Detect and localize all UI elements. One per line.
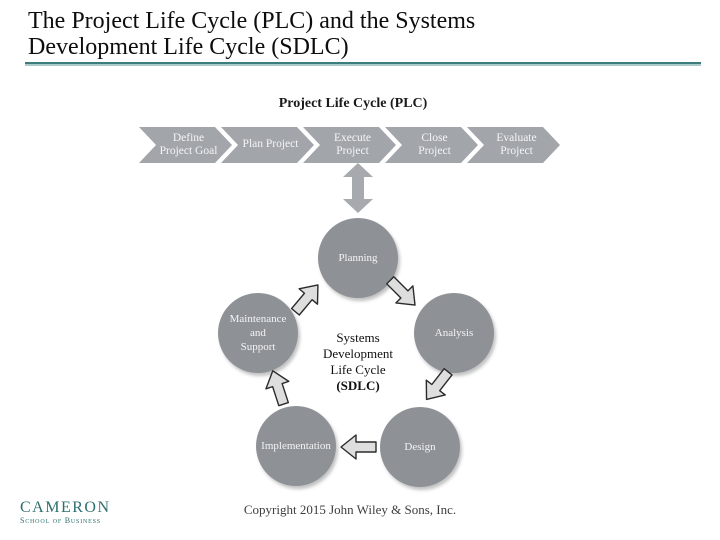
plc-stage-label: Define Project Goal xyxy=(159,131,218,157)
sdlc-circle-planning: Planning xyxy=(318,218,398,298)
sdlc-phase-label: Analysis xyxy=(434,326,474,339)
plc-chevron-execute-project: Execute Project xyxy=(303,127,396,163)
cycle-arrow-maintenance-to-planning-icon xyxy=(290,284,319,316)
logo-subtitle: School of Business xyxy=(20,516,101,525)
plc-chevron-evaluate-project: Evaluate Project xyxy=(467,127,560,163)
plc-chevron-close-project: Close Project xyxy=(385,127,478,163)
plc-chevron-plan-project: Plan Project xyxy=(221,127,314,163)
sdlc-circle-implementation: Implementation xyxy=(256,406,336,486)
sdlc-phase-label: Maintenance and Support xyxy=(229,312,287,354)
sdlc-center-line: (SDLC) xyxy=(336,377,380,393)
title-underline xyxy=(25,62,701,64)
cycle-arrow-planning-to-analysis-icon xyxy=(386,276,416,306)
double-arrow-icon xyxy=(343,163,373,213)
sdlc-center-line: Life Cycle xyxy=(330,361,386,377)
sdlc-circle-analysis: Analysis xyxy=(414,293,494,373)
copyright-text: Copyright 2015 John Wiley & Sons, Inc. xyxy=(243,502,457,517)
sdlc-phase-label: Planning xyxy=(338,251,378,264)
slide-title: The Project Life Cycle (PLC) and the Sys… xyxy=(28,8,476,60)
plc-stage-label: Plan Project xyxy=(242,138,299,151)
sdlc-center-line: Systems xyxy=(336,330,380,345)
sdlc-phase-label: Implementation xyxy=(261,439,331,452)
plc-stage-label: Evaluate Project xyxy=(496,131,537,157)
cycle-arrow-analysis-to-design-icon xyxy=(425,368,453,401)
plc-heading: Project Life Cycle (PLC) xyxy=(278,96,428,111)
sdlc-circle-design: Design xyxy=(380,407,460,487)
cycle-arrow-implementation-to-maintenance-icon xyxy=(265,370,290,407)
sdlc-center-line: Development xyxy=(322,345,394,361)
sdlc-phase-label: Design xyxy=(404,440,436,453)
cycle-arrow-design-to-implementation-icon xyxy=(340,434,377,460)
logo-title: CAMERON xyxy=(20,499,111,516)
plc-chevron-define-project-goal: Define Project Goal xyxy=(139,127,232,163)
cameron-school-logo: CAMERON School of Business xyxy=(20,499,111,526)
plc-stage-label: Close Project xyxy=(418,131,451,157)
sdlc-circle-maintenance-and-support: Maintenance and Support xyxy=(218,293,298,373)
sdlc-center-label: Systems Development Life Cycle (SDLC) xyxy=(305,330,411,393)
plc-stage-label: Execute Project xyxy=(333,131,372,157)
